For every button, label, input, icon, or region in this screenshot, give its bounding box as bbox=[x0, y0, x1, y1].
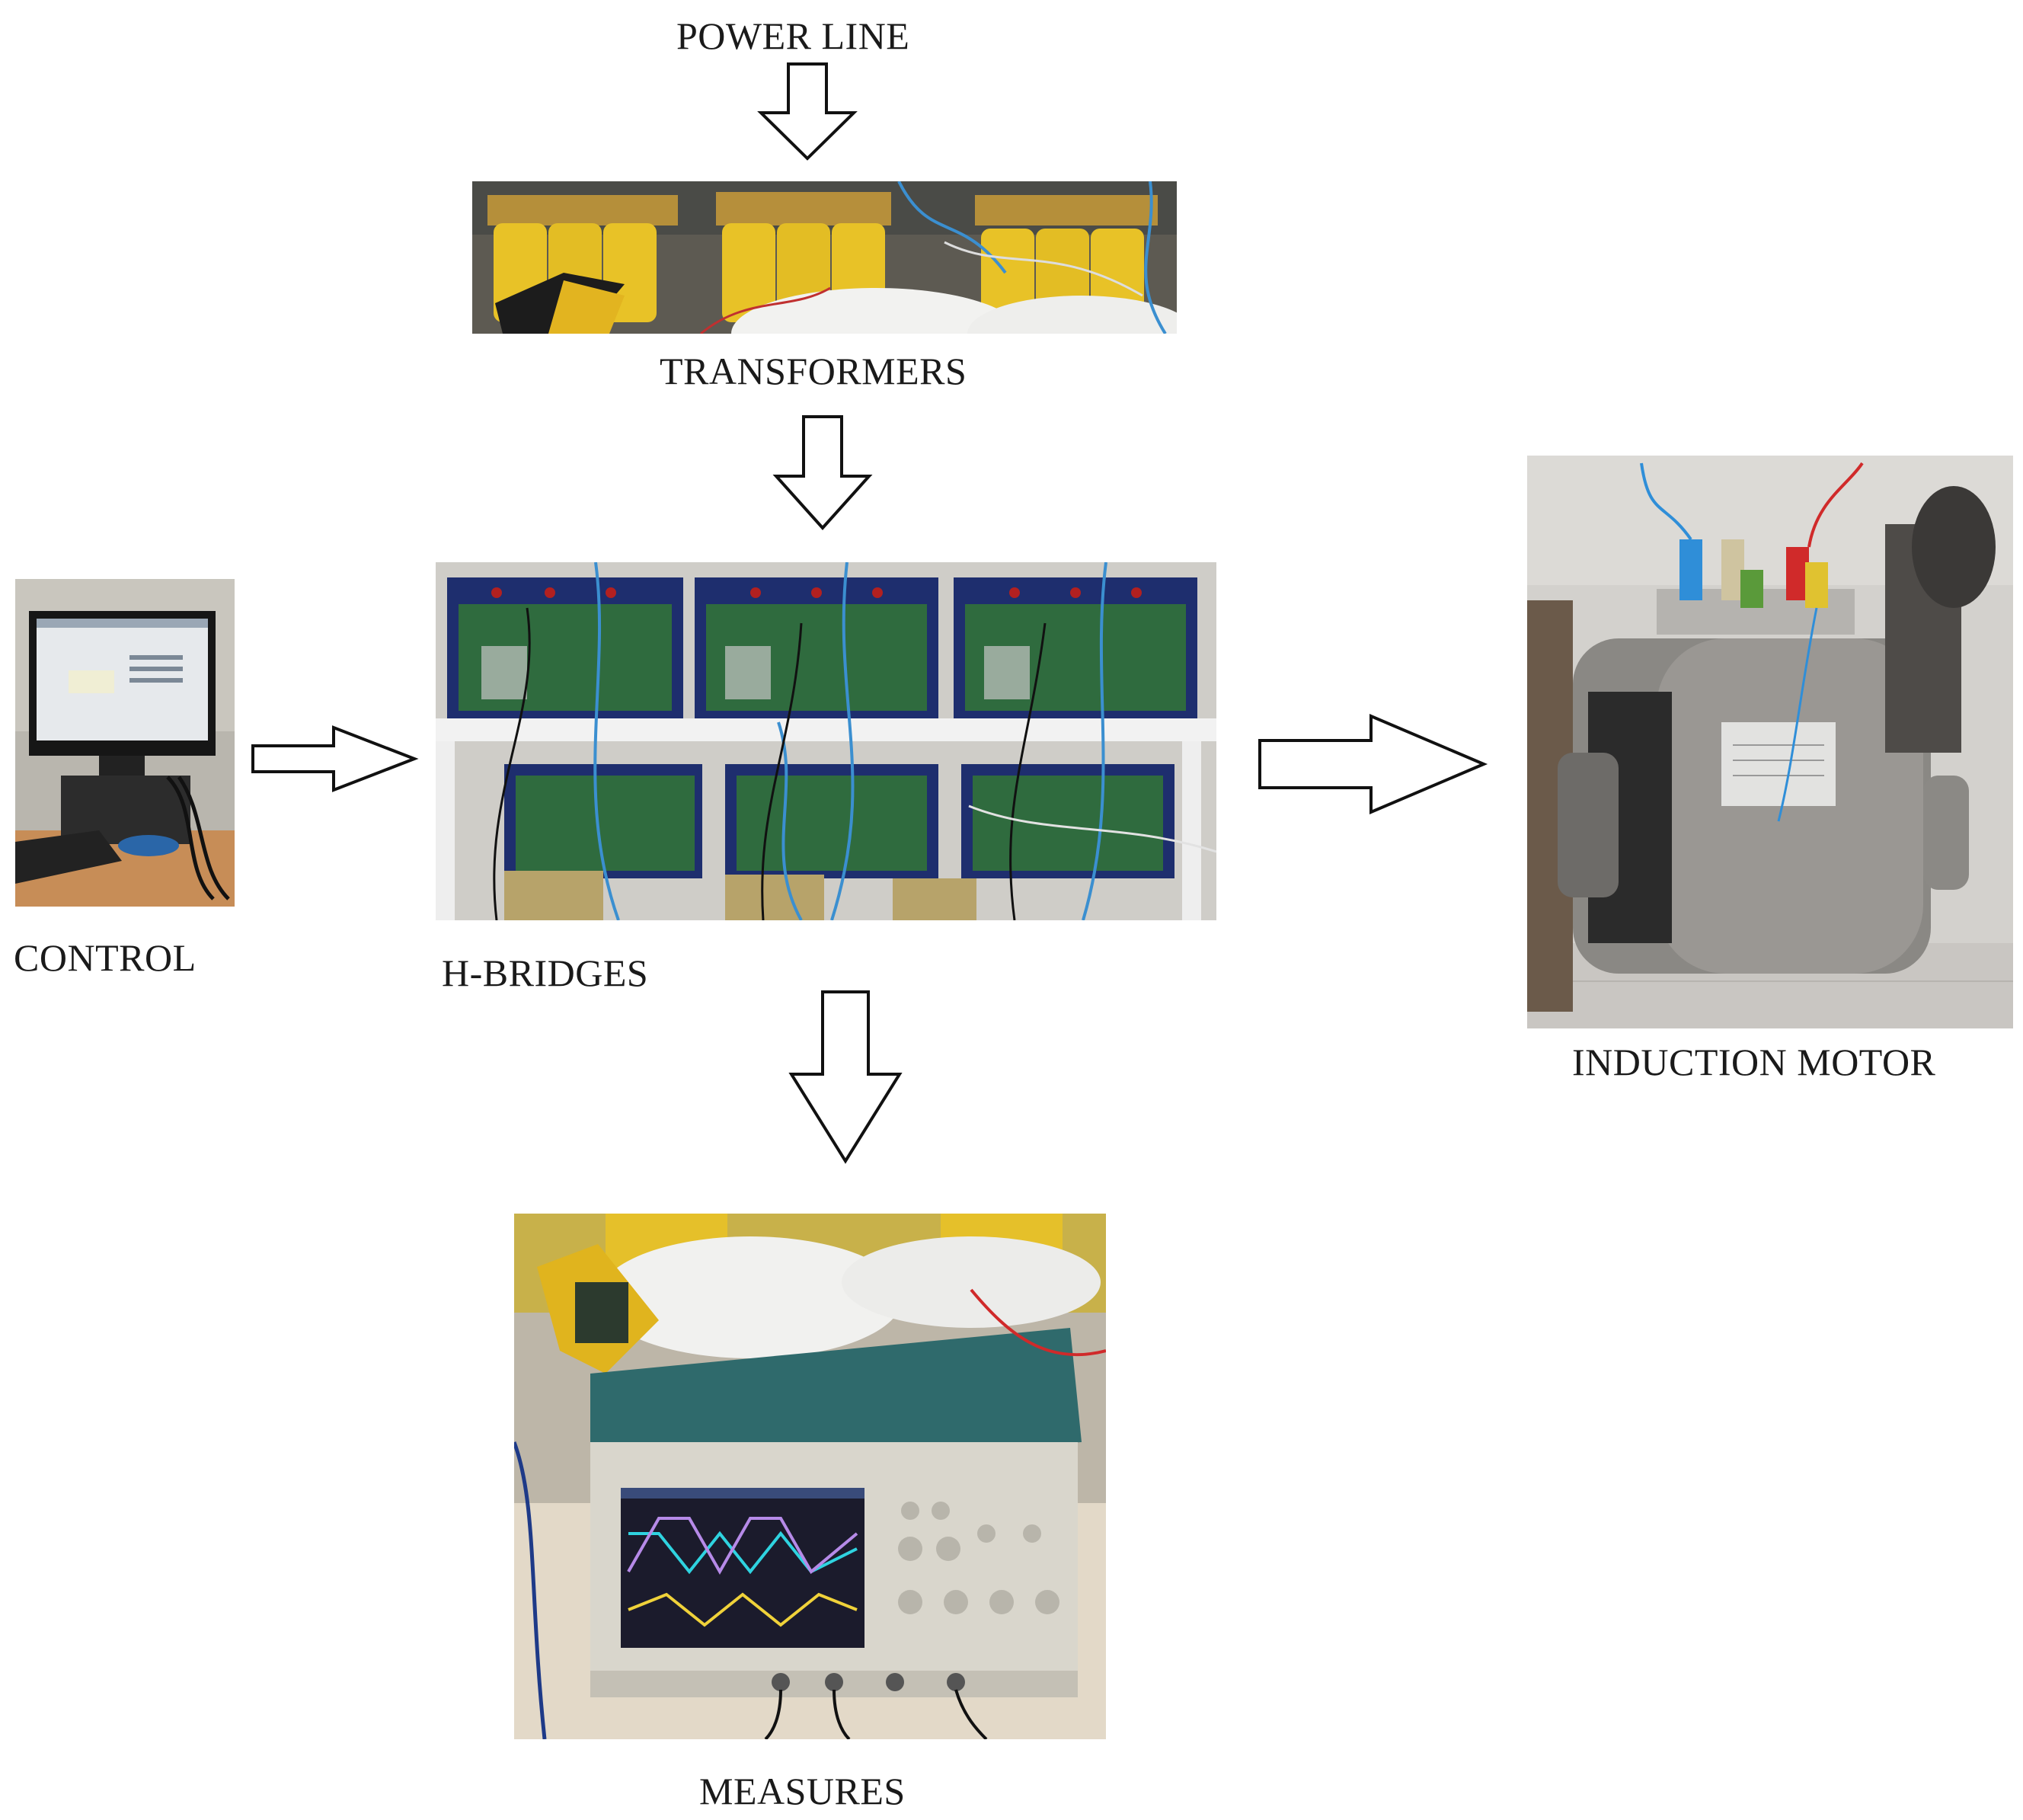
arrow-hbridges-to-motor bbox=[1258, 713, 1488, 815]
label-h-bridges: H-BRIDGES bbox=[442, 952, 649, 994]
transformers-photo bbox=[472, 181, 1177, 334]
label-control: CONTROL bbox=[14, 936, 197, 979]
control-photo bbox=[15, 579, 235, 907]
arrow-hbridges-to-measures bbox=[788, 990, 903, 1164]
arrow-control-to-hbridges bbox=[251, 725, 419, 792]
measures-photo bbox=[514, 1214, 1106, 1739]
label-induction-motor: INDUCTION MOTOR bbox=[1572, 1041, 1936, 1083]
arrow-transformers-to-hbridges bbox=[772, 415, 873, 531]
h-bridges-photo bbox=[436, 562, 1216, 920]
label-power-line: POWER LINE bbox=[676, 14, 910, 57]
arrow-power-to-transformers bbox=[757, 62, 858, 162]
label-measures: MEASURES bbox=[699, 1770, 906, 1812]
label-transformers: TRANSFORMERS bbox=[660, 350, 967, 392]
induction-motor-photo bbox=[1527, 456, 2013, 1028]
